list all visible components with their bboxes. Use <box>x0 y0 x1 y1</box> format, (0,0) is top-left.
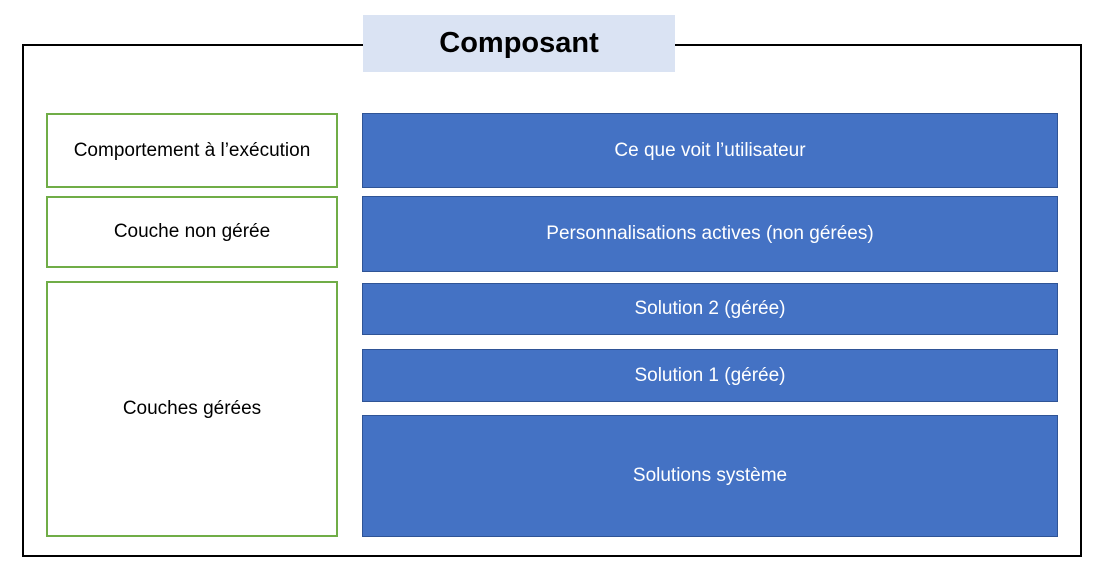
left-label-unmanaged-layer: Couche non gérée <box>113 221 271 243</box>
diagram-title-box: Composant <box>363 15 675 72</box>
layer-active-customizations-label: Personnalisations actives (non gérées) <box>546 223 874 245</box>
left-label-runtime-behavior: Comportement à l’exécution <box>73 139 311 161</box>
left-box-managed-layers: Couches gérées <box>46 281 338 537</box>
layer-solution-1: Solution 1 (gérée) <box>362 349 1058 402</box>
layer-solution-1-label: Solution 1 (gérée) <box>634 364 786 386</box>
layer-solution-2-label: Solution 2 (gérée) <box>634 298 786 320</box>
left-box-runtime-behavior: Comportement à l’exécution <box>46 113 338 188</box>
left-box-unmanaged-layer: Couche non gérée <box>46 196 338 268</box>
layer-system-solutions-label: Solutions système <box>632 465 788 487</box>
layer-solution-2: Solution 2 (gérée) <box>362 283 1058 335</box>
layer-system-solutions: Solutions système <box>362 415 1058 537</box>
layer-user-view: Ce que voit l’utilisateur <box>362 113 1058 188</box>
diagram-title: Composant <box>439 27 599 59</box>
layer-active-customizations: Personnalisations actives (non gérées) <box>362 196 1058 272</box>
left-label-managed-layers: Couches gérées <box>122 398 262 420</box>
layer-user-view-label: Ce que voit l’utilisateur <box>614 139 806 161</box>
